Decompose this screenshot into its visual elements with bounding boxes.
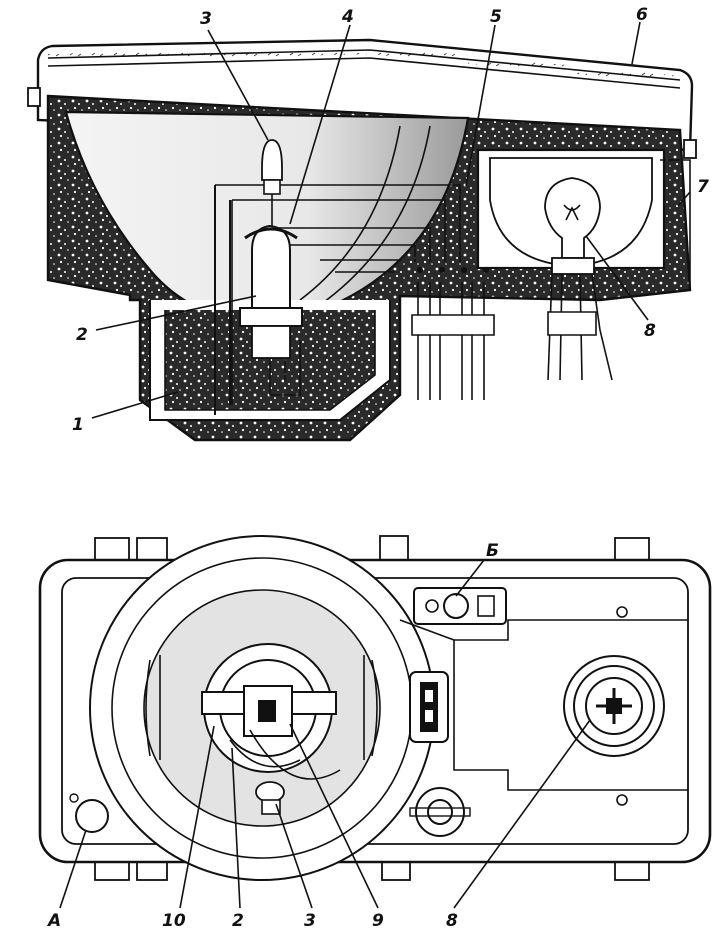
label-8-top: 8 xyxy=(644,321,656,341)
terminal-block xyxy=(410,267,540,400)
vent-hole-a xyxy=(75,799,109,833)
main-bulb xyxy=(239,224,303,359)
label-4-top: 4 xyxy=(341,7,354,27)
label-9-bottom: 9 xyxy=(372,911,384,931)
label-b-bottom: Б xyxy=(486,541,499,561)
label-10-bottom: 10 xyxy=(162,911,186,931)
label-7-top: 7 xyxy=(697,177,709,197)
rear-view: Б А 10 2 3 9 8 xyxy=(38,535,712,931)
label-a-bottom: А xyxy=(46,911,61,931)
auxiliary-bulb xyxy=(261,139,283,226)
label-1-top: 1 xyxy=(72,415,84,435)
label-6-top: 6 xyxy=(636,5,648,25)
label-2-top: 2 xyxy=(76,325,88,345)
round-plug xyxy=(409,787,471,837)
parking-lamp-socket xyxy=(563,655,665,757)
connector-block xyxy=(409,671,449,743)
main-bulb-socket xyxy=(201,643,341,780)
label-2-bottom: 2 xyxy=(232,911,244,931)
auxiliary-bulb-holder xyxy=(255,781,285,815)
label-8-bottom: 8 xyxy=(446,911,458,931)
adjuster-slot xyxy=(413,587,507,625)
label-3-bottom: 3 xyxy=(304,911,316,931)
top-section-view: 3 4 5 6 7 2 1 8 xyxy=(27,5,709,442)
label-5-top: 5 xyxy=(490,7,502,27)
label-3-top: 3 xyxy=(200,9,212,29)
